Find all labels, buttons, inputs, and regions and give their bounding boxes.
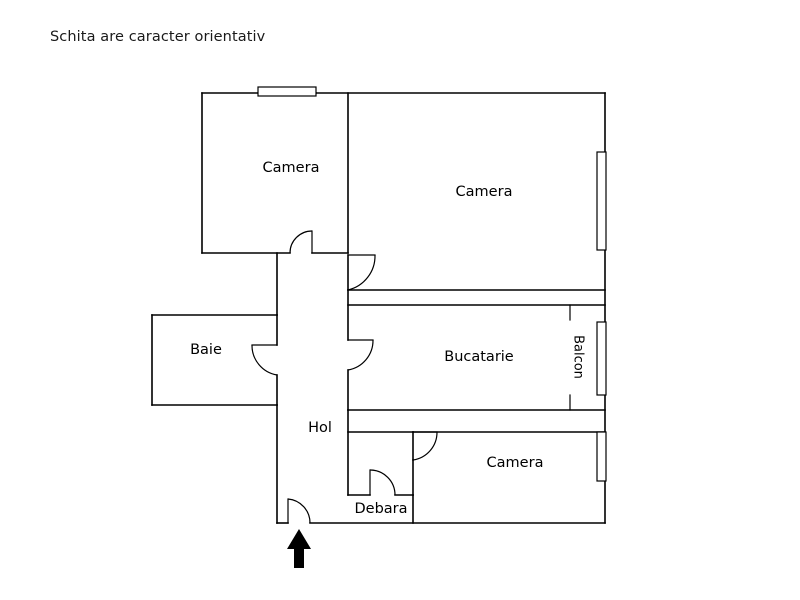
door-hol-to-bucatarie [347,339,374,371]
room-label-camera-top-left: Camera [263,160,320,176]
windows-group [257,86,607,482]
door-camera-top-left-to-hol [289,230,313,254]
door-entrance [287,498,311,524]
room-label-balcon: Balcon [571,335,586,379]
window-balcon [596,321,607,396]
window-right-camera-bottom [596,431,607,482]
window-top-camera [257,86,317,97]
room-label-camera-bottom-right: Camera [487,455,544,471]
window-right-camera-top [596,151,607,251]
room-label-bucatarie: Bucatarie [444,349,514,365]
door-hol-to-camera-top-right [347,254,376,291]
doors-group [251,230,438,524]
room-label-baie: Baie [190,342,222,358]
room-label-debara: Debara [354,501,407,517]
room-label-hol: Hol [308,420,332,436]
page-title: Schita are caracter orientativ [50,29,266,45]
room-labels-group: Camera Camera Baie Bucatarie Balcon Hol … [190,160,585,517]
door-baie-to-hol [251,344,278,376]
door-hol-to-camera-bottom-right [412,431,438,461]
walls-group [151,92,606,524]
room-label-camera-top-right: Camera [456,184,513,200]
door-hol-to-debara [369,469,396,496]
entrance-arrow [287,529,311,568]
